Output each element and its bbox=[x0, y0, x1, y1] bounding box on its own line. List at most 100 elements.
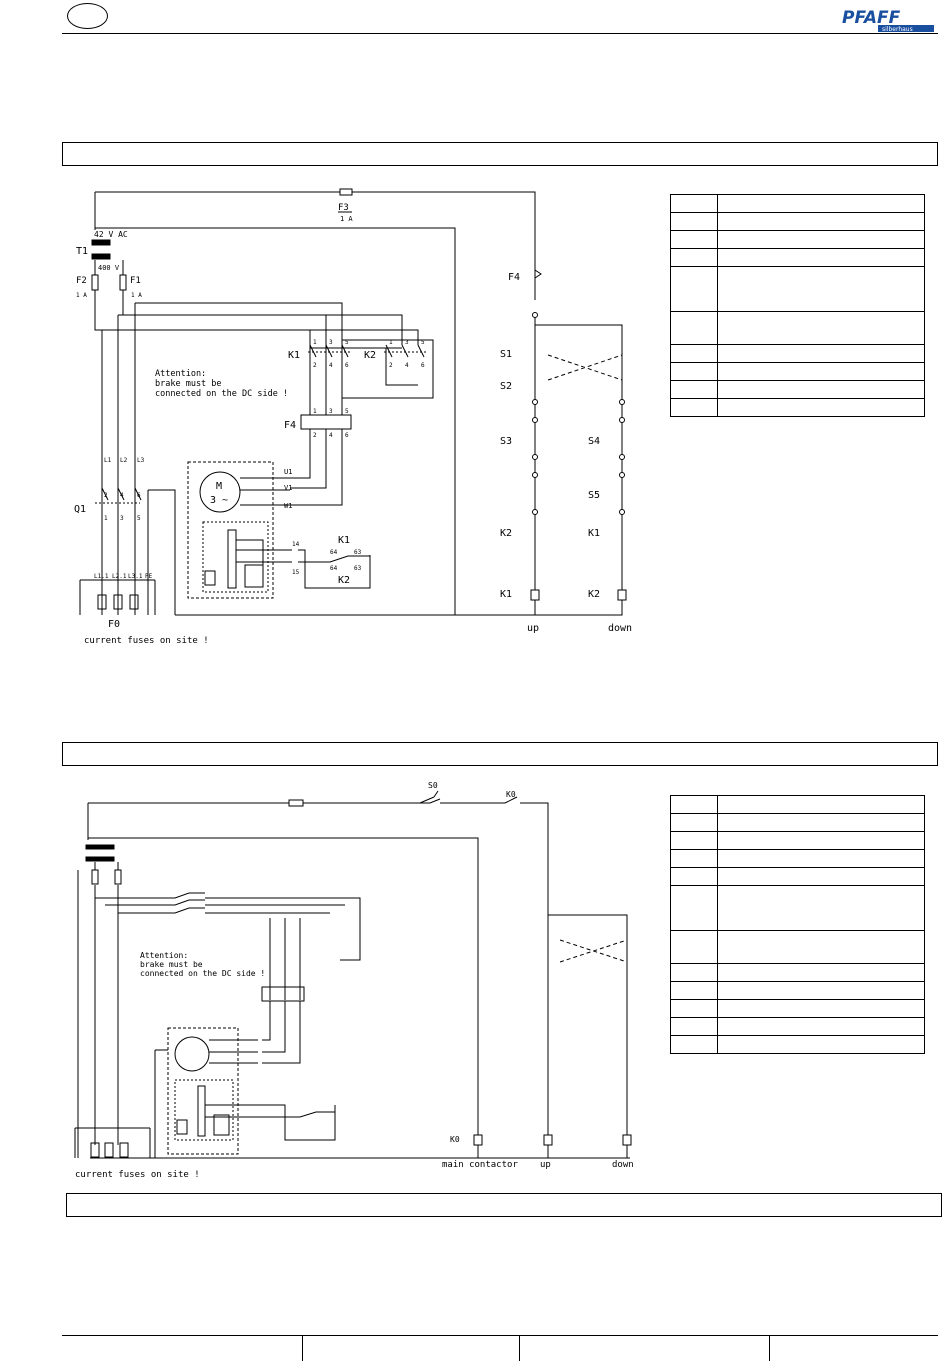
svg-text:3: 3 bbox=[405, 339, 409, 346]
fuse-f3-rating: 1 A bbox=[340, 215, 353, 223]
footer-rule bbox=[62, 1335, 938, 1336]
attention-line-1: Attention: bbox=[155, 369, 206, 379]
section-title-box-1 bbox=[62, 142, 938, 166]
header-rule bbox=[62, 33, 938, 34]
motor-phase: 3 ~ bbox=[210, 495, 228, 506]
fuse-f2-rating: 1 A bbox=[76, 292, 87, 299]
svg-text:6: 6 bbox=[345, 362, 349, 369]
motor-label: M bbox=[216, 481, 222, 492]
attention-line-2: brake must be bbox=[155, 379, 222, 389]
svg-text:1: 1 bbox=[313, 339, 317, 346]
l2-label: L2 bbox=[120, 457, 128, 464]
k2-coil-label: K2 bbox=[588, 589, 600, 600]
svg-text:5: 5 bbox=[345, 339, 349, 346]
k1-coil-label: K1 bbox=[500, 589, 512, 600]
voltage-secondary: 400 V bbox=[98, 264, 120, 272]
svg-text:2: 2 bbox=[389, 362, 393, 369]
fuse-f3-label: F3 bbox=[338, 203, 349, 213]
pfaff-logo: PFAFF silberhaus bbox=[840, 8, 934, 33]
transformer-label: T1 bbox=[76, 246, 88, 257]
svg-text:2: 2 bbox=[313, 432, 317, 439]
section-title-box-2 bbox=[62, 742, 938, 766]
svg-text:4: 4 bbox=[329, 362, 333, 369]
svg-text:3: 3 bbox=[120, 515, 124, 522]
fuse-f1-rating: 1 A bbox=[131, 292, 142, 299]
svg-text:64: 64 bbox=[330, 565, 338, 572]
attention-2-line-1: Attention: bbox=[140, 951, 188, 960]
section-title-box-3 bbox=[66, 1193, 942, 1217]
svg-text:63: 63 bbox=[354, 549, 362, 556]
down-label-2: down bbox=[612, 1160, 634, 1170]
k2-aux-label: K2 bbox=[338, 575, 350, 586]
s5-label: S5 bbox=[588, 490, 600, 501]
relay-f4-label: F4 bbox=[284, 420, 296, 431]
current-fuses-note-2: current fuses on site ! bbox=[75, 1170, 200, 1180]
l1-label: L1 bbox=[104, 457, 112, 464]
main-contactor-label: main contactor bbox=[442, 1160, 518, 1170]
fuse-f1-label: F1 bbox=[130, 276, 141, 286]
attention-line-3: connected on the DC side ! bbox=[155, 389, 288, 399]
motor-symbol bbox=[199, 471, 241, 513]
terminal-w1: W1 bbox=[284, 502, 292, 510]
svg-text:14: 14 bbox=[292, 541, 300, 548]
svg-text:64: 64 bbox=[330, 549, 338, 556]
svg-text:5: 5 bbox=[345, 408, 349, 415]
pe-label: PE bbox=[145, 573, 153, 580]
svg-text:4: 4 bbox=[405, 362, 409, 369]
footer-divider bbox=[302, 1335, 303, 1361]
svg-text:4: 4 bbox=[329, 432, 333, 439]
current-fuses-note: current fuses on site ! bbox=[84, 636, 209, 646]
svg-text:2: 2 bbox=[104, 492, 108, 499]
fuse-f2-label: F2 bbox=[76, 276, 87, 286]
up-label: up bbox=[527, 623, 539, 634]
svg-text:15: 15 bbox=[292, 569, 300, 576]
f4-control-label: F4 bbox=[508, 272, 520, 283]
contactor-k1-label: K1 bbox=[288, 350, 300, 361]
svg-text:6: 6 bbox=[345, 432, 349, 439]
svg-text:3: 3 bbox=[329, 339, 333, 346]
l21-label: L2.1 bbox=[112, 573, 127, 580]
k1-control-label: K1 bbox=[588, 528, 600, 539]
contactor-k2-label: K2 bbox=[364, 350, 376, 361]
svg-text:1: 1 bbox=[389, 339, 393, 346]
motor-enclosure bbox=[187, 461, 274, 599]
terminal-u1: U1 bbox=[284, 468, 292, 476]
svg-text:6: 6 bbox=[421, 362, 425, 369]
language-badge bbox=[67, 3, 108, 29]
switch-s0-label: S0 bbox=[428, 781, 438, 790]
svg-text:5: 5 bbox=[137, 515, 141, 522]
svg-text:63: 63 bbox=[354, 565, 362, 572]
k2-control-label: K2 bbox=[500, 528, 512, 539]
fuse-f3-symbol bbox=[339, 188, 353, 196]
svg-text:6: 6 bbox=[137, 492, 141, 499]
svg-text:1: 1 bbox=[104, 515, 108, 522]
s2-label: S2 bbox=[500, 381, 512, 392]
voltage-primary: 42 V AC bbox=[94, 230, 128, 239]
l3-label: L3 bbox=[137, 457, 145, 464]
legend-table-2 bbox=[670, 795, 925, 1054]
s1-label: S1 bbox=[500, 349, 512, 360]
k1-aux-label: K1 bbox=[338, 535, 350, 546]
svg-text:1: 1 bbox=[313, 408, 317, 415]
footer-divider bbox=[519, 1335, 520, 1361]
logo-text: PFAFF bbox=[842, 8, 901, 28]
up-label-2: up bbox=[540, 1160, 551, 1170]
attention-2-line-3: connected on the DC side ! bbox=[140, 969, 265, 978]
svg-text:4: 4 bbox=[120, 492, 124, 499]
footer-divider bbox=[769, 1335, 770, 1361]
svg-text:2: 2 bbox=[313, 362, 317, 369]
down-label: down bbox=[608, 623, 632, 634]
s3-label: S3 bbox=[500, 436, 512, 447]
logo-subtext: silberhaus bbox=[882, 26, 913, 33]
contactor-k1-contacts bbox=[308, 344, 426, 358]
svg-text:3: 3 bbox=[329, 408, 333, 415]
terminal-v1: V1 bbox=[284, 484, 292, 492]
s4-label: S4 bbox=[588, 436, 600, 447]
attention-2-line-2: brake must be bbox=[140, 960, 203, 969]
k0-contact-label: K0 bbox=[506, 790, 516, 799]
svg-text:5: 5 bbox=[421, 339, 425, 346]
l11-label: L1.1 bbox=[94, 573, 109, 580]
legend-table-1 bbox=[670, 194, 925, 417]
